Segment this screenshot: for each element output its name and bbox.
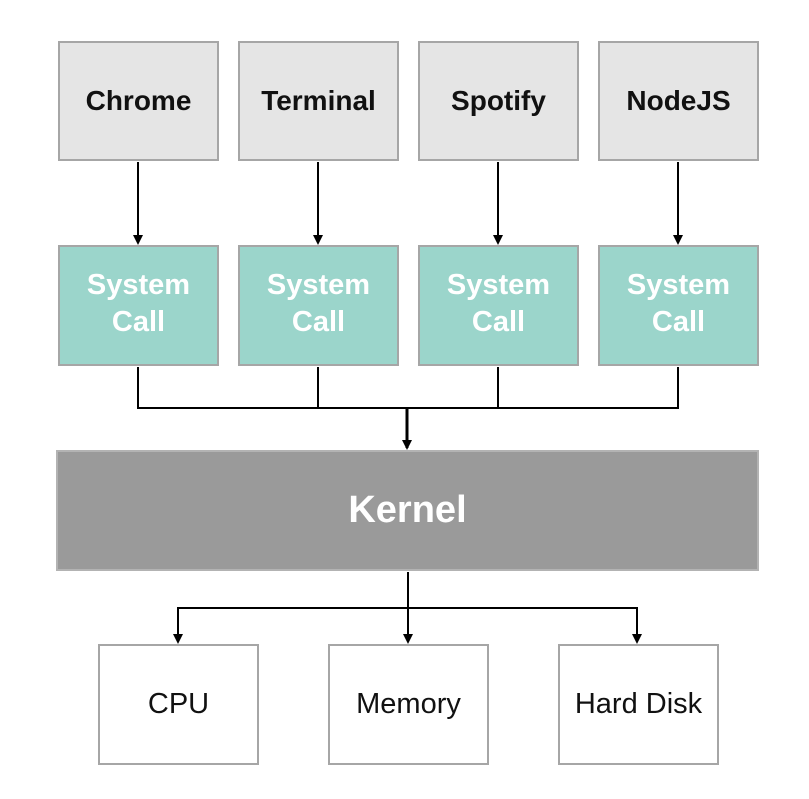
hardware-box-cpu: CPU <box>98 644 259 765</box>
hardware-box-memory: Memory <box>328 644 489 765</box>
app-label-spotify: Spotify <box>451 85 546 116</box>
hardware-label-memory: Memory <box>356 688 461 720</box>
hardware-label-hard-disk: Hard Disk <box>574 688 703 720</box>
system-call-line1: System <box>626 268 731 301</box>
system-call-line1: System <box>86 268 191 301</box>
hardware-box-hard-disk: Hard Disk <box>558 644 719 765</box>
app-label-nodejs: NodeJS <box>626 85 731 116</box>
system-call-line2: Call <box>291 305 346 338</box>
system-call-line2: Call <box>111 305 166 338</box>
system-call-box-4: System Call <box>598 245 759 366</box>
system-call-line1: System <box>446 268 551 301</box>
app-label-chrome: Chrome <box>85 85 192 116</box>
system-call-box-3: System Call <box>418 245 579 366</box>
system-call-line1: System <box>266 268 371 301</box>
app-box-terminal: Terminal <box>238 41 399 161</box>
hardware-label-cpu: CPU <box>147 688 210 720</box>
system-call-box-2: System Call <box>238 245 399 366</box>
app-label-terminal: Terminal <box>261 85 376 116</box>
app-box-chrome: Chrome <box>58 41 219 161</box>
app-box-spotify: Spotify <box>418 41 579 161</box>
system-call-box-1: System Call <box>58 245 219 366</box>
kernel-label: Kernel <box>348 489 467 531</box>
kernel-box: Kernel <box>56 450 759 571</box>
system-call-line2: Call <box>651 305 706 338</box>
system-call-line2: Call <box>471 305 526 338</box>
app-box-nodejs: NodeJS <box>598 41 759 161</box>
